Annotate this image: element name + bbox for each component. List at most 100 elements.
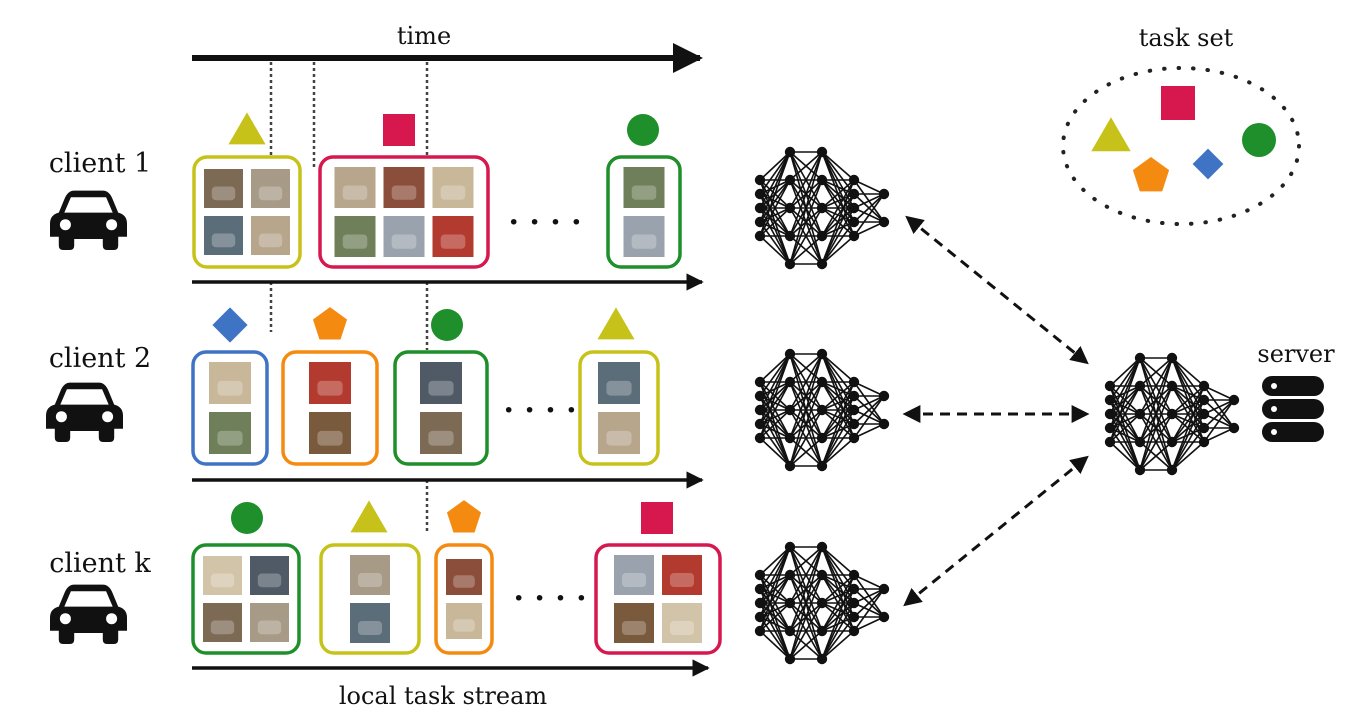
network-node bbox=[848, 216, 860, 228]
network-edge bbox=[1109, 357, 1141, 387]
network-node bbox=[816, 597, 828, 609]
network-edge bbox=[853, 193, 885, 209]
network-edge bbox=[789, 602, 823, 660]
image-thumbnail-detail bbox=[258, 186, 283, 201]
network-node bbox=[784, 653, 796, 665]
square-task-marker bbox=[641, 502, 673, 534]
network-edge bbox=[789, 235, 823, 265]
circle-task-marker bbox=[231, 502, 263, 534]
network-node bbox=[754, 230, 766, 242]
network-node bbox=[784, 404, 796, 416]
network-node bbox=[1166, 464, 1178, 476]
client-k-ellipsis: · · · · bbox=[513, 581, 586, 616]
network-node bbox=[848, 376, 860, 388]
network-edge bbox=[759, 574, 791, 618]
network-node bbox=[1134, 380, 1146, 392]
network-edge bbox=[789, 353, 823, 439]
network-node bbox=[1104, 394, 1116, 406]
image-thumbnail bbox=[204, 216, 243, 255]
network-edge bbox=[759, 423, 791, 467]
network-node bbox=[878, 611, 890, 623]
task-box bbox=[191, 307, 269, 466]
image-thumbnail-detail bbox=[670, 621, 694, 635]
network-edge bbox=[759, 151, 791, 181]
network-edge bbox=[821, 353, 855, 397]
network-edge bbox=[821, 193, 855, 209]
diamond-task-marker bbox=[212, 307, 248, 343]
image-thumbnail bbox=[250, 556, 289, 595]
network-edge bbox=[789, 353, 823, 467]
triangle-task-marker bbox=[228, 112, 266, 145]
task-box bbox=[578, 307, 660, 466]
client-1-ellipsis: · · · · bbox=[508, 205, 581, 240]
image-thumbnail-detail bbox=[211, 186, 236, 201]
network-edge bbox=[853, 395, 885, 425]
image-thumbnail bbox=[383, 216, 425, 257]
network-node bbox=[848, 174, 860, 186]
task-box-border bbox=[319, 543, 421, 655]
image-thumbnail bbox=[383, 167, 425, 208]
network-edge bbox=[1171, 399, 1205, 471]
network-node bbox=[754, 216, 766, 228]
network-node bbox=[1166, 352, 1178, 364]
network-edge bbox=[1139, 357, 1173, 387]
image-thumbnail bbox=[432, 167, 474, 208]
image-thumbnail bbox=[350, 555, 390, 595]
network-edge bbox=[1109, 385, 1141, 443]
network-edge bbox=[789, 207, 823, 265]
network-edge bbox=[821, 207, 855, 265]
car-icon bbox=[50, 584, 127, 644]
network-node bbox=[784, 376, 796, 388]
stream-label: local task stream bbox=[339, 682, 548, 710]
network-edge bbox=[821, 423, 855, 467]
network-edge bbox=[821, 395, 855, 411]
network-edge bbox=[759, 546, 791, 604]
network-edge bbox=[1171, 385, 1205, 471]
image-thumbnail-detail bbox=[453, 619, 475, 632]
network-node bbox=[784, 625, 796, 637]
task-box-border bbox=[281, 350, 379, 466]
network-edge bbox=[1139, 413, 1173, 471]
network-node bbox=[816, 376, 828, 388]
network-edge bbox=[759, 151, 791, 195]
network-node bbox=[1104, 380, 1116, 392]
neural-network-icon bbox=[754, 348, 890, 472]
image-thumbnail bbox=[662, 603, 702, 643]
network-node bbox=[754, 611, 766, 623]
image-thumbnail-detail bbox=[317, 380, 343, 396]
network-node bbox=[816, 348, 828, 360]
network-edge bbox=[789, 546, 823, 576]
network-node bbox=[1134, 464, 1146, 476]
network-edge bbox=[1171, 427, 1205, 471]
network-edge bbox=[759, 381, 791, 425]
network-edge bbox=[821, 437, 855, 467]
network-node bbox=[878, 390, 890, 402]
network-node bbox=[1134, 408, 1146, 420]
network-node bbox=[816, 541, 828, 553]
network-edge bbox=[821, 395, 855, 467]
image-thumbnail-detail bbox=[217, 430, 243, 446]
task-box bbox=[191, 502, 301, 655]
network-node bbox=[848, 611, 860, 623]
square-task-marker bbox=[1161, 86, 1195, 120]
network-edge bbox=[853, 395, 885, 411]
image-thumbnail-detail bbox=[358, 573, 382, 587]
client-k-server-arrow bbox=[903, 455, 1089, 607]
image-thumbnail-detail bbox=[670, 573, 694, 587]
network-edge bbox=[789, 546, 823, 632]
car-icon bbox=[46, 382, 123, 442]
image-thumbnail bbox=[334, 216, 376, 257]
network-edge bbox=[821, 193, 855, 265]
network-edge bbox=[759, 221, 791, 265]
image-thumbnail bbox=[446, 559, 482, 595]
network-node bbox=[1166, 436, 1178, 448]
network-node bbox=[754, 376, 766, 388]
network-edge bbox=[1203, 399, 1235, 443]
network-edge bbox=[1171, 413, 1205, 471]
network-node bbox=[784, 230, 796, 242]
network-edge bbox=[853, 221, 885, 237]
network-node bbox=[848, 390, 860, 402]
network-node bbox=[878, 216, 890, 228]
network-node bbox=[1228, 394, 1240, 406]
network-edge bbox=[821, 381, 855, 411]
